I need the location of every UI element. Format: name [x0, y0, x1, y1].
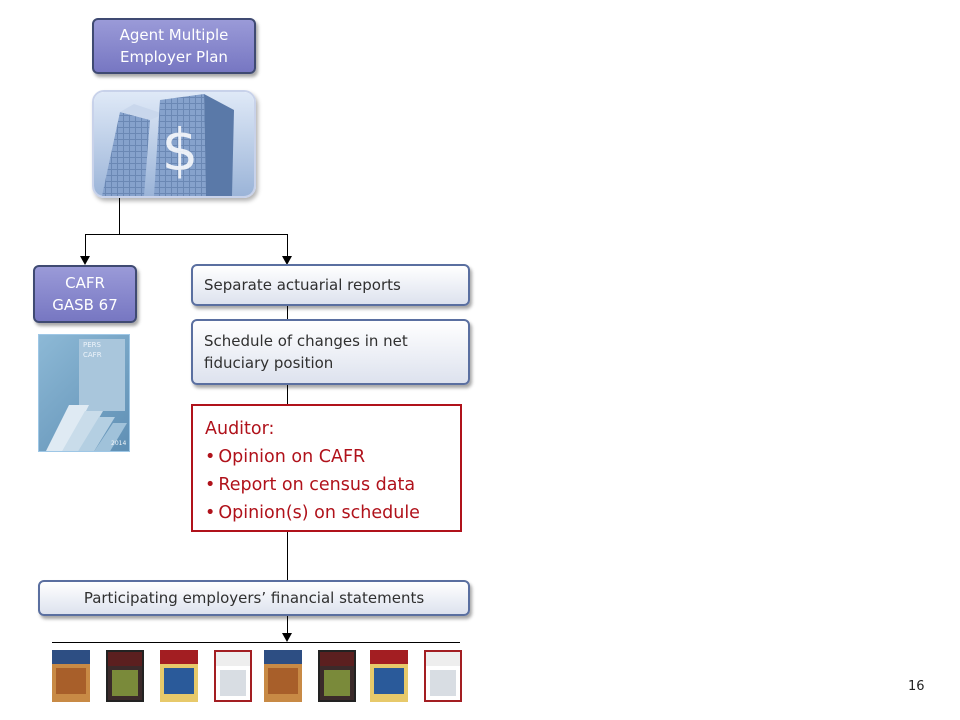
- arrow-to-cafr: [80, 256, 90, 265]
- arrow-to-reports: [282, 633, 292, 642]
- auditor-item: Opinion on CAFR: [205, 443, 448, 471]
- agent-multiple-employer-plan-box: Agent Multiple Employer Plan: [92, 18, 256, 74]
- auditor-list: Opinion on CAFR Report on census data Op…: [205, 443, 448, 527]
- connector-schedule-auditor: [287, 385, 288, 404]
- report-thumbnail: [424, 650, 462, 702]
- report-thumbnail: [370, 650, 408, 702]
- cafr-gasb67-box: CAFR GASB 67: [33, 265, 137, 323]
- participating-employers-box: Participating employers’ financial state…: [38, 580, 470, 616]
- report-thumbnail: [264, 650, 302, 702]
- actuarial-label: Separate actuarial reports: [204, 276, 401, 294]
- schedule-line1: Schedule of changes in net: [204, 332, 408, 350]
- top-box-line2: Employer Plan: [120, 48, 228, 66]
- report-thumbnail: [106, 650, 144, 702]
- connector-to-cafr: [85, 234, 86, 257]
- pers-cafr-cover-image: PERS CAFR 2014: [38, 334, 130, 452]
- top-box-line1: Agent Multiple: [119, 26, 229, 44]
- employer-report-thumbnails: [52, 650, 472, 706]
- arrow-to-actuarial: [282, 256, 292, 265]
- report-thumbnail: [214, 650, 252, 702]
- report-thumbnail: [160, 650, 198, 702]
- employers-label: Participating employers’ financial state…: [83, 589, 425, 607]
- dollar-building-icon: $: [94, 92, 254, 196]
- cafr-box-line1: CAFR: [65, 274, 105, 292]
- cover-line1: PERS: [83, 341, 101, 349]
- schedule-changes-box: Schedule of changes in net fiduciary pos…: [191, 319, 470, 385]
- auditor-title: Auditor:: [205, 419, 275, 439]
- building-image: $: [92, 90, 256, 198]
- cover-line2: CAFR: [83, 351, 102, 359]
- cafr-box-line2: GASB 67: [52, 296, 118, 314]
- schedule-line2: fiduciary position: [204, 354, 334, 372]
- report-thumbnail: [318, 650, 356, 702]
- connector-employers-reports: [287, 616, 288, 634]
- auditor-item: Opinion(s) on schedule: [205, 499, 448, 527]
- connector-auditor-employers: [287, 532, 288, 580]
- cover-steps-graphic: [46, 405, 127, 451]
- connector-actuarial-schedule: [287, 306, 288, 319]
- auditor-box: Auditor: Opinion on CAFR Report on censu…: [191, 404, 462, 532]
- svg-text:$: $: [162, 116, 199, 184]
- cover-year: 2014: [111, 440, 127, 447]
- connector-vertical-top: [119, 198, 120, 234]
- page-number: 16: [908, 679, 925, 694]
- reports-divider: [52, 642, 460, 643]
- separate-actuarial-reports-box: Separate actuarial reports: [191, 264, 470, 306]
- report-thumbnail: [52, 650, 90, 702]
- connector-to-actuarial: [287, 234, 288, 257]
- connector-horizontal: [85, 234, 288, 235]
- auditor-item: Report on census data: [205, 471, 448, 499]
